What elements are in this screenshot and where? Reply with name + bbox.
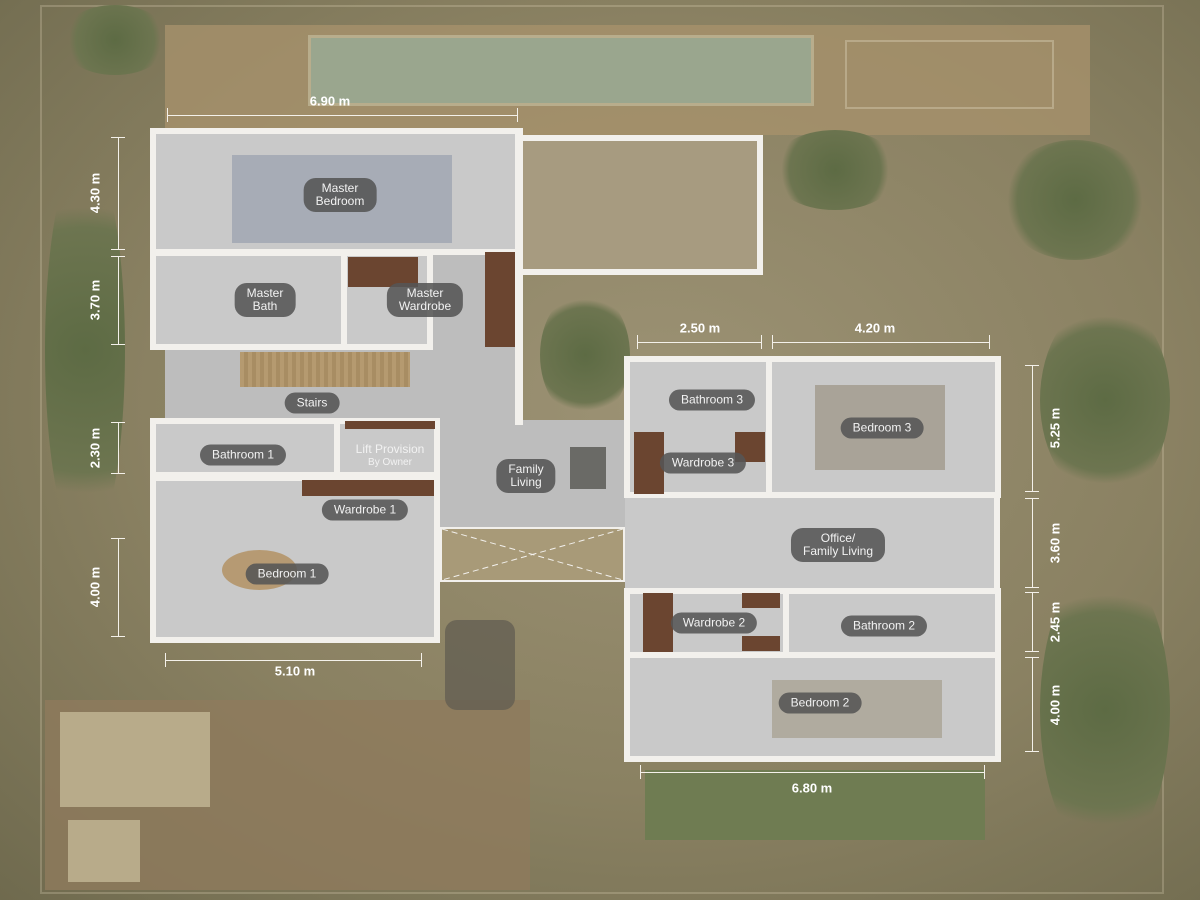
room-label-bedroom-2: Bedroom 2 [778, 692, 862, 714]
lift-cabinet [345, 421, 435, 429]
wardrobe-1-cabinet [302, 480, 434, 496]
dimension-line-bedroom-3-width [772, 335, 990, 349]
tree [1040, 300, 1170, 500]
outdoor-lounge [845, 40, 1054, 109]
room-label-office-family-living: Office/Family Living [790, 528, 886, 562]
corridor-panel [485, 252, 518, 347]
wall [515, 128, 523, 425]
room-label-wardrobe-1: Wardrobe 1 [321, 499, 409, 521]
room-label-line: Bathroom 2 [852, 618, 916, 633]
room-label-line: By Owner [368, 457, 412, 468]
void-cross-icon [441, 528, 624, 581]
room-label-line: Bathroom 1 [211, 447, 275, 462]
room-label-stairs: Stairs [284, 392, 340, 414]
dimension-label-bedroom-2-width: 6.80 m [791, 780, 833, 796]
room-label-line: Family Living [802, 544, 874, 558]
room-label-bathroom-3: Bathroom 3 [668, 389, 756, 411]
room-label-line: Bedroom 2 [790, 695, 850, 710]
stairs-steps [240, 352, 410, 387]
dimension-line-bathroom-2-depth [1025, 592, 1039, 652]
dimension-label-bathroom-2-depth: 2.45 m [1047, 601, 1063, 643]
room-label-line: Lift Provision [355, 442, 425, 456]
dimension-label-bedroom-2-depth: 4.00 m [1047, 684, 1063, 726]
room-label-bathroom-1: Bathroom 1 [199, 444, 287, 466]
garden-lawn [645, 770, 985, 840]
dimension-line-master-width [167, 108, 518, 122]
tree [540, 290, 630, 420]
room-label-line: Office/ [820, 531, 856, 545]
dimension-line-bathroom-3-width [637, 335, 762, 349]
dimension-label-master-bath-depth: 3.70 m [87, 279, 103, 321]
dimension-label-bedroom-3-depth: 5.25 m [1047, 407, 1063, 449]
tree [45, 150, 125, 550]
dimension-line-bedroom-3-depth [1025, 365, 1039, 492]
room-label-line: Stairs [296, 395, 328, 410]
dimension-label-bedroom-3-width: 4.20 m [854, 320, 896, 336]
master-bath-area [150, 250, 347, 350]
dimension-label-bedroom-1-width: 5.10 m [274, 663, 316, 679]
room-label-bedroom-1: Bedroom 1 [245, 563, 329, 585]
room-label-line: Wardrobe 2 [682, 615, 746, 630]
dimension-line-bedroom-2-depth [1025, 657, 1039, 752]
wardrobe-2-cabinet [643, 593, 673, 655]
wardrobe-2-cabinet [742, 636, 780, 651]
tree [60, 5, 170, 75]
dimension-line-bedroom-1-width [165, 653, 422, 667]
tree [1000, 140, 1150, 260]
dimension-label-bedroom-1-depth: 4.00 m [87, 566, 103, 608]
dimension-line-bedroom-2-width [640, 765, 985, 779]
room-label-bedroom-3: Bedroom 3 [840, 417, 924, 439]
dimension-line-bathroom-1-depth [111, 422, 125, 474]
double-height-void [440, 527, 625, 582]
terrace [523, 135, 763, 275]
room-label-wardrobe-2: Wardrobe 2 [670, 612, 758, 634]
room-label-line: Bathroom 3 [680, 392, 744, 407]
room-label-line: Bath [252, 299, 278, 313]
dimension-label-office-depth: 3.60 m [1047, 522, 1063, 564]
dimension-label-bathroom-1-depth: 2.30 m [87, 427, 103, 469]
wardrobe-cabinet [348, 257, 418, 287]
room-label-line: Bedroom [315, 194, 365, 208]
dimension-line-bedroom-1-depth [111, 538, 125, 637]
dimension-label-master-bedroom-depth: 4.30 m [87, 172, 103, 214]
parked-car [445, 620, 515, 710]
dimension-label-master-width: 6.90 m [309, 93, 351, 109]
room-label-bathroom-2: Bathroom 2 [840, 615, 928, 637]
room-label-wardrobe-3: Wardrobe 3 [659, 452, 747, 474]
room-label-line: Wardrobe 3 [671, 455, 735, 470]
room-label-line: Bedroom 1 [257, 566, 317, 581]
tree [770, 130, 900, 210]
tree [1040, 560, 1170, 860]
room-label-line: Master [246, 286, 284, 300]
outbuilding [60, 712, 210, 807]
room-label-line: Living [510, 475, 542, 489]
dimension-line-office-depth [1025, 498, 1039, 588]
swimming-pool [308, 35, 814, 106]
wardrobe-2-cabinet [742, 593, 780, 608]
outbuilding [68, 820, 140, 882]
room-label-line: Family [508, 462, 544, 476]
room-label-line: Master [321, 181, 359, 195]
dimension-label-bathroom-3-width: 2.50 m [679, 320, 721, 336]
room-label-line: Wardrobe [398, 299, 452, 313]
dimension-line-master-bedroom-depth [111, 137, 125, 250]
sofa [570, 447, 606, 489]
wardrobe-3-cabinet [634, 432, 664, 494]
dimension-line-master-bath-depth [111, 256, 125, 345]
room-label-line: Bedroom 3 [852, 420, 912, 435]
room-label-line: Master [406, 286, 444, 300]
room-label-line: Wardrobe 1 [333, 502, 397, 517]
site-border [40, 5, 1164, 894]
